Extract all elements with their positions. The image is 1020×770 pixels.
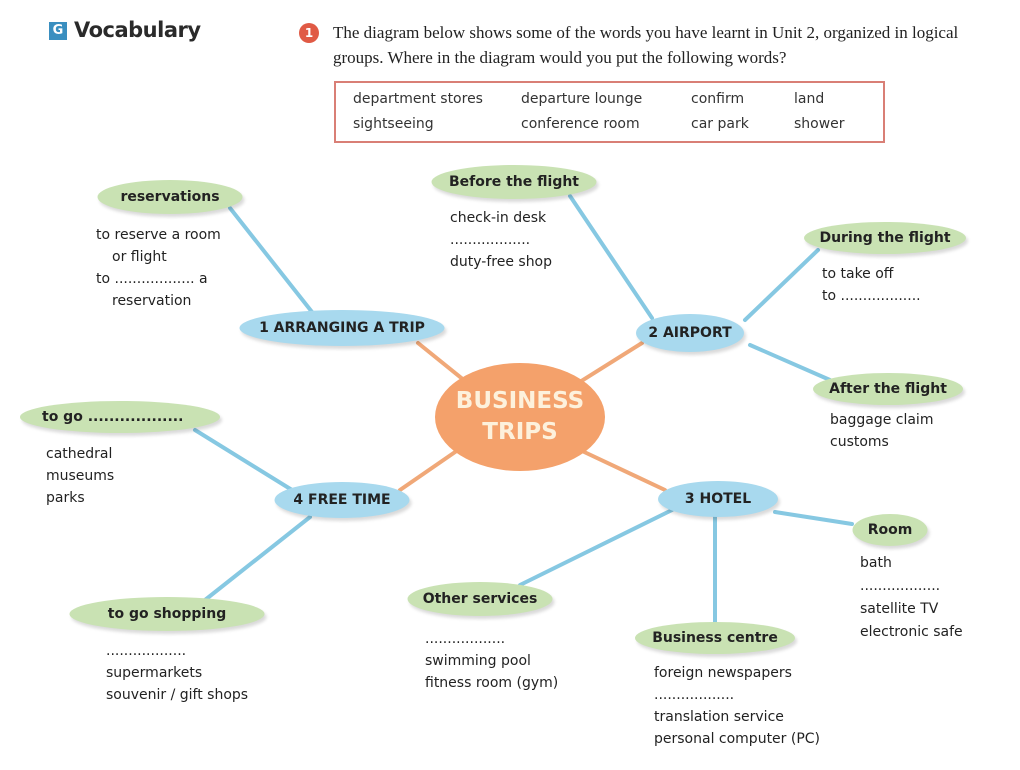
item-blank: .................. <box>654 687 735 703</box>
reservations-items: to reserve a room or flight to .........… <box>96 224 221 312</box>
word: land <box>794 91 825 107</box>
node-other-services: Other services <box>407 582 553 616</box>
line-during-flight <box>743 248 820 322</box>
item: to .................. a <box>96 271 208 287</box>
node-after-flight: After the flight <box>813 373 963 405</box>
to-go-items: cathedral museums parks <box>46 443 114 509</box>
node-before-flight: Before the flight <box>431 165 597 199</box>
node-reservations: reservations <box>97 180 243 214</box>
item: parks <box>46 490 85 506</box>
item-blank: .................. <box>425 631 506 647</box>
line-center-airport <box>573 341 644 387</box>
item: to reserve a room <box>96 227 221 243</box>
item: baggage claim <box>830 412 934 428</box>
item: museums <box>46 468 115 484</box>
line-room <box>773 510 854 526</box>
line-reservations <box>228 206 314 314</box>
other-services-items: .................. swimming pool fitness… <box>425 628 558 694</box>
item: souvenir / gift shops <box>106 687 249 703</box>
node-hotel: 3 HOTEL <box>658 481 778 517</box>
item: personal computer (PC) <box>654 731 821 747</box>
word: department stores <box>353 91 483 107</box>
word-box: department stores departure lounge confi… <box>334 81 885 143</box>
center-node-business-trips: BUSINESS TRIPS <box>435 363 605 471</box>
word: car park <box>691 116 749 132</box>
word: confirm <box>691 91 745 107</box>
item: customs <box>830 434 889 450</box>
section-letter-badge: G <box>49 22 67 40</box>
item: reservation <box>112 293 192 309</box>
line-center-free-time <box>398 448 460 492</box>
item: swimming pool <box>425 653 531 669</box>
section-title: Vocabulary <box>74 18 201 42</box>
node-airport: 2 AIRPORT <box>636 314 744 352</box>
item: fitness room (gym) <box>425 675 559 691</box>
word: sightseeing <box>353 116 434 132</box>
business-centre-items: foreign newspapers .................. tr… <box>654 662 820 750</box>
item: or flight <box>112 249 167 265</box>
item: to take off <box>822 266 894 282</box>
after-flight-items: baggage claim customs <box>830 409 933 453</box>
word: departure lounge <box>521 91 643 107</box>
item-blank: .................. <box>450 232 531 248</box>
node-to-go: to go .................. <box>20 401 220 433</box>
node-business-centre: Business centre <box>635 622 795 654</box>
during-flight-items: to take off to .................. <box>822 263 921 307</box>
line-shopping <box>203 515 312 602</box>
item: electronic safe <box>860 624 963 640</box>
item-blank: .................. <box>106 643 187 659</box>
line-before-flight <box>568 194 654 320</box>
item: supermarkets <box>106 665 203 681</box>
node-during-flight: During the flight <box>804 222 966 254</box>
item: translation service <box>654 709 784 725</box>
word: shower <box>794 116 845 132</box>
exercise-number-badge: 1 <box>299 23 319 43</box>
center-line2: TRIPS <box>482 419 558 445</box>
item: check-in desk <box>450 210 547 226</box>
node-room: Room <box>852 514 928 546</box>
node-arranging-a-trip: 1 ARRANGING A TRIP <box>239 310 445 346</box>
node-free-time: 4 FREE TIME <box>274 482 410 518</box>
line-center-hotel <box>578 448 667 492</box>
line-other-services <box>518 508 674 587</box>
item: bath <box>860 555 892 571</box>
before-flight-items: check-in desk .................. duty-fr… <box>450 207 552 273</box>
item: cathedral <box>46 446 113 462</box>
node-to-go-shopping: to go shopping <box>69 597 265 631</box>
line-to-go <box>193 428 294 492</box>
center-line1: BUSINESS <box>455 388 585 414</box>
item-blank: to .................. <box>822 288 921 304</box>
item-blank: .................. <box>860 578 941 594</box>
item: satellite TV <box>860 601 939 617</box>
shopping-items: .................. supermarkets souvenir… <box>106 640 248 706</box>
item: duty-free shop <box>450 254 553 270</box>
word: conference room <box>521 116 640 132</box>
exercise-instruction: The diagram below shows some of the word… <box>333 23 959 67</box>
item: foreign newspapers <box>654 665 792 681</box>
room-items: bath .................. satellite TV ele… <box>860 552 963 644</box>
line-after-flight <box>748 343 832 382</box>
